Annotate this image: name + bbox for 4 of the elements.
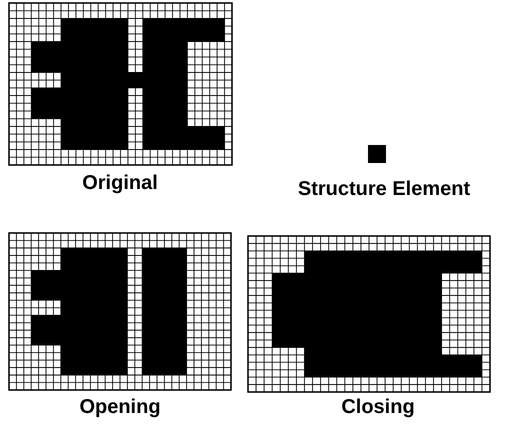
node-label: Opening [79, 396, 161, 419]
node-label: Closing [341, 396, 415, 419]
node-label: Structure Element [298, 178, 470, 201]
node-label: Original [82, 172, 158, 195]
